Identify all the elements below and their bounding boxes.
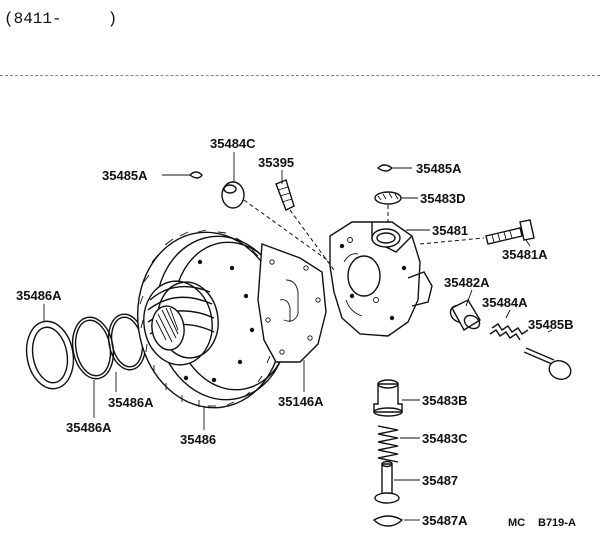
label-35483B: 35483B <box>422 393 468 408</box>
label-35487: 35487 <box>422 473 458 488</box>
label-35486: 35486 <box>180 432 216 447</box>
plug-35483B <box>373 379 403 417</box>
header-range-open: (8411- <box>4 10 62 28</box>
spring-35484A <box>489 323 529 341</box>
header-divider <box>0 75 600 76</box>
pump-gasket <box>257 243 327 363</box>
clip-35485A-left <box>188 171 203 179</box>
o-ring-large <box>25 320 75 390</box>
sleeve-35482A <box>449 299 481 331</box>
leader-35481A <box>525 239 531 247</box>
footer-ref-code: B719-A <box>538 517 576 529</box>
header-range-close: ) <box>107 10 118 28</box>
washer-35483D <box>374 191 402 205</box>
label-35487A: 35487A <box>422 513 468 528</box>
label-35481: 35481 <box>432 223 468 238</box>
header-range: (8411-) <box>4 10 117 28</box>
label-35484A: 35484A <box>482 295 528 310</box>
label-35146A: 35146A <box>278 394 324 409</box>
plug-35395 <box>275 179 295 211</box>
leader-35482A <box>465 289 473 307</box>
valve-35485B <box>523 347 572 380</box>
label-35486A-mid: 35486A <box>108 395 154 410</box>
label-35482A: 35482A <box>444 275 490 290</box>
snap-ring-35487A <box>372 515 404 527</box>
label-35484C: 35484C <box>210 136 256 151</box>
assembly-guide-plug <box>289 209 335 271</box>
clip-35485A-right <box>376 164 394 172</box>
label-35485A-right: 35485A <box>416 161 462 176</box>
cap-35484C <box>221 181 245 209</box>
pin-35487 <box>374 460 400 504</box>
label-35483C: 35483C <box>422 431 468 446</box>
pump-cover <box>329 221 433 337</box>
label-35485B: 35485B <box>528 317 574 332</box>
assembly-guide-cap <box>243 199 331 263</box>
label-35481A: 35481A <box>502 247 548 262</box>
label-35486A-bot: 35486A <box>66 420 112 435</box>
leader-35484A <box>505 309 511 319</box>
footer-ref-prefix: MC <box>508 517 525 529</box>
label-35486A-top: 35486A <box>16 288 62 303</box>
leader-35485B <box>547 329 553 333</box>
assembly-guide-bolt <box>419 237 485 245</box>
label-35395: 35395 <box>258 155 294 170</box>
label-35485A-left: 35485A <box>102 168 148 183</box>
spring-35483C <box>377 425 399 463</box>
label-35483D: 35483D <box>420 191 466 206</box>
bolt-35481A <box>485 219 535 245</box>
